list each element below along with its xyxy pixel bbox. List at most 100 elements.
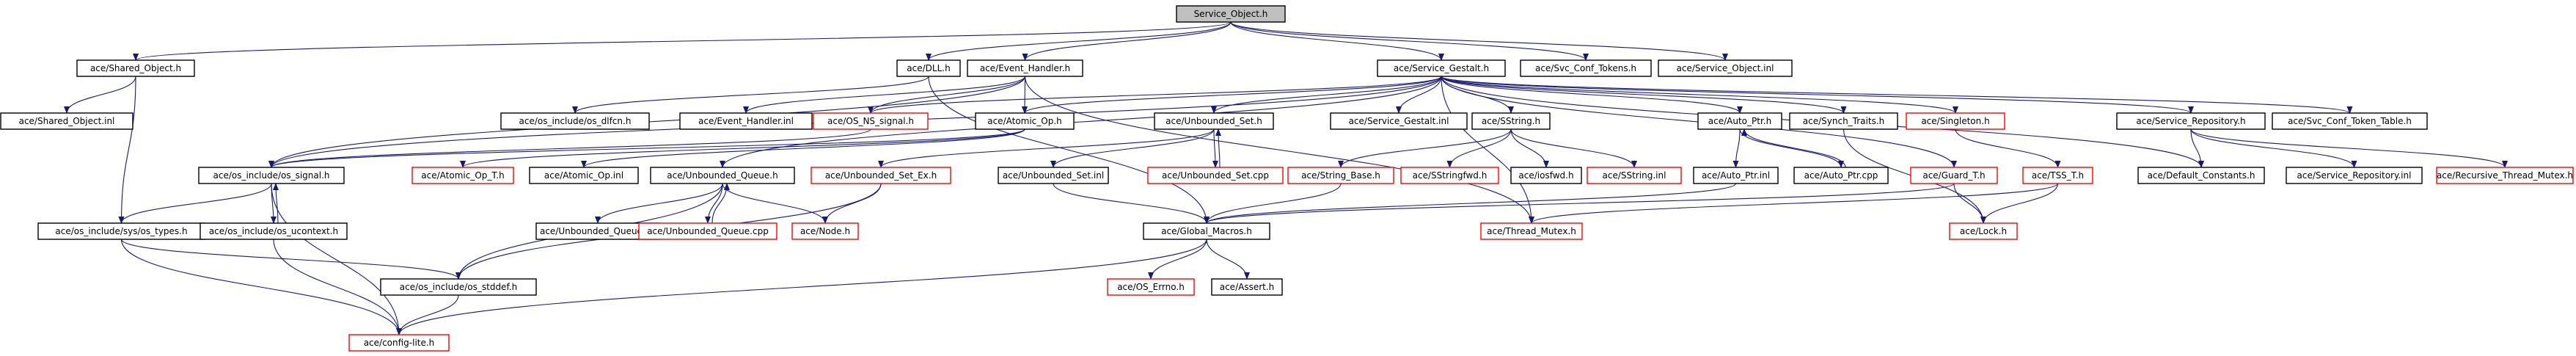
node-box: [1287, 167, 1394, 184]
graph-node-n38[interactable]: ace/Recursive_Thread_Mutex.h: [2436, 167, 2574, 184]
graph-node-n0[interactable]: Service_Object.h: [1176, 5, 1286, 23]
graph-node-n24[interactable]: ace/Unbounded_Queue.h: [650, 167, 795, 184]
node-box: [380, 278, 537, 296]
edge-n13-to-n25: [878, 128, 1215, 168]
node-label: ace/Synch_Traits.h: [1803, 116, 1884, 126]
graph-node-n27[interactable]: ace/Unbounded_Set.cpp: [1147, 167, 1284, 184]
node-label: ace/Unbounded_Set.h: [1166, 116, 1262, 126]
graph-node-n9[interactable]: ace/os_include/os_dlfcn.h: [500, 112, 650, 130]
node-label: ace/Service_Gestalt.inl: [1349, 116, 1449, 126]
graph-node-n14[interactable]: ace/Service_Gestalt.inl: [1330, 112, 1468, 130]
graph-node-n33[interactable]: ace/Auto_Ptr.cpp: [1793, 167, 1889, 184]
graph-node-n23[interactable]: ace/Atomic_Op.inl: [529, 167, 639, 184]
node-label: ace/Service_Repository.h: [2136, 116, 2245, 126]
node-label: ace/Guard_T.h: [1922, 170, 1985, 181]
node-box: [638, 222, 777, 240]
node-box: [1910, 167, 1998, 184]
node-label: ace/Event_Handler.h: [980, 63, 1070, 73]
graph-node-n47[interactable]: ace/OS_Errno.h: [1107, 278, 1195, 296]
graph-node-n39[interactable]: ace/os_include/os_ucontext.h: [200, 222, 348, 240]
graph-node-n19[interactable]: ace/Service_Repository.h: [2116, 112, 2266, 130]
graph-node-n49[interactable]: ace/config-lite.h: [348, 334, 450, 352]
graph-node-n8[interactable]: ace/Service_Object.inl: [1658, 59, 1793, 77]
node-box: [529, 167, 639, 184]
edge-n0-to-n5: [1022, 21, 1232, 61]
node-label: ace/os_include/os_stddef.h: [400, 282, 517, 292]
edge-n33-to-n16: [1741, 128, 1846, 168]
graph-node-n48[interactable]: ace/Assert.h: [1211, 278, 1283, 296]
node-box: [1587, 167, 1682, 184]
node-label: ace/DLL.h: [907, 63, 950, 73]
node-box: [1143, 222, 1270, 240]
graph-node-n4[interactable]: ace/DLL.h: [896, 59, 961, 77]
node-box: [1471, 112, 1551, 130]
node-box: [1154, 112, 1274, 130]
node-label: ace/Auto_Ptr.cpp: [1804, 170, 1878, 181]
edge-n3-to-n49: [120, 239, 402, 335]
graph-node-n7[interactable]: ace/Svc_Conf_Tokens.h: [1520, 59, 1652, 77]
graph-node-n45[interactable]: ace/Lock.h: [1949, 222, 2018, 240]
node-box: [1480, 222, 1583, 240]
graph-node-n29[interactable]: ace/SStringfwd.h: [1400, 167, 1499, 184]
graph-node-n1[interactable]: ace/Shared_Object.h: [76, 59, 195, 77]
graph-node-n25[interactable]: ace/Unbounded_Set_Ex.h: [811, 167, 951, 184]
edge-n4-to-n9: [572, 76, 929, 114]
graph-node-n26[interactable]: ace/Unbounded_Set.inl: [998, 167, 1109, 184]
graph-node-n22[interactable]: ace/Atomic_Op_T.h: [411, 167, 514, 184]
edge-n15-to-n30: [1510, 128, 1549, 168]
node-box: [1330, 112, 1468, 130]
node-label: ace/Unbounded_Queue.cpp: [647, 226, 769, 236]
graph-node-n37[interactable]: ace/Service_Repository.inl: [2286, 167, 2423, 184]
node-box: [896, 59, 961, 77]
node-label: ace/Global_Macros.h: [1161, 226, 1252, 236]
node-box: [2436, 167, 2574, 184]
graph-node-n16[interactable]: ace/Auto_Ptr.h: [1697, 112, 1782, 130]
graph-node-n31[interactable]: ace/SString.inl: [1587, 167, 1682, 184]
node-label: ace/SString.h: [1482, 116, 1540, 126]
edge-n28-to-n43: [1204, 183, 1342, 224]
graph-node-n10[interactable]: ace/Event_Handler.inl: [679, 112, 813, 130]
node-label: ace/os_include/os_dlfcn.h: [519, 116, 632, 126]
graph-node-n36[interactable]: ace/Default_Constants.h: [2137, 167, 2265, 184]
edge-n6-to-n17: [1441, 76, 1847, 114]
graph-node-n40[interactable]: ace/Unbounded_Queue.inl: [535, 222, 660, 240]
graph-node-n43[interactable]: ace/Global_Macros.h: [1143, 222, 1270, 240]
edge-n4-to-n43: [928, 76, 1210, 224]
edge-n6-to-n19: [1441, 76, 2194, 114]
graph-node-n28[interactable]: ace/String_Base.h: [1287, 167, 1394, 184]
node-box: [2022, 167, 2093, 184]
graph-node-n20[interactable]: ace/Svc_Conf_Token_Table.h: [2272, 112, 2428, 130]
graph-node-n15[interactable]: ace/SString.h: [1471, 112, 1551, 130]
node-label: ace/Default_Constants.h: [2148, 170, 2255, 181]
graph-node-n44[interactable]: ace/Thread_Mutex.h: [1480, 222, 1583, 240]
graph-node-n17[interactable]: ace/Synch_Traits.h: [1789, 112, 1898, 130]
graph-node-n13[interactable]: ace/Unbounded_Set.h: [1154, 112, 1274, 130]
graph-node-n34[interactable]: ace/Guard_T.h: [1910, 167, 1998, 184]
graph-node-n2[interactable]: ace/Shared_Object.inl: [0, 112, 133, 130]
graph-node-n32[interactable]: ace/Auto_Ptr.inl: [1693, 167, 1779, 184]
graph-node-n35[interactable]: ace/TSS_T.h: [2022, 167, 2093, 184]
graph-node-n41[interactable]: ace/Unbounded_Queue.cpp: [638, 222, 777, 240]
edge-n3-to-n46: [120, 239, 461, 280]
graph-node-n6[interactable]: ace/Service_Gestalt.h: [1377, 59, 1506, 77]
node-label: ace/Auto_Ptr.inl: [1702, 170, 1770, 181]
edge-n0-to-n6: [1230, 21, 1444, 61]
graph-node-n5[interactable]: ace/Event_Handler.h: [967, 59, 1083, 77]
graph-node-n46[interactable]: ace/os_include/os_stddef.h: [380, 278, 537, 296]
graph-node-n42[interactable]: ace/Node.h: [791, 222, 859, 240]
node-label: ace/Auto_Ptr.h: [1708, 116, 1771, 126]
graph-node-n21[interactable]: ace/os_include/os_signal.h: [198, 167, 345, 184]
node-box: [1211, 278, 1283, 296]
graph-node-n30[interactable]: ace/iosfwd.h: [1510, 167, 1582, 184]
edge-n26-to-n43: [1053, 183, 1210, 224]
graph-node-n12[interactable]: ace/Atomic_Op.h: [975, 112, 1075, 130]
graph-node-n11[interactable]: ace/OS_NS_signal.h: [813, 112, 929, 130]
node-box: [1789, 112, 1898, 130]
graph-node-n18[interactable]: ace/Singleton.h: [1906, 112, 2005, 130]
node-box: [348, 334, 450, 352]
node-box: [967, 59, 1083, 77]
edge-n35-to-n45: [1980, 183, 2059, 224]
node-label: ace/os_include/sys/os_types.h: [55, 226, 187, 236]
edge-n5-to-n10: [743, 76, 1026, 114]
graph-node-n3[interactable]: ace/os_include/sys/os_types.h: [37, 222, 205, 240]
